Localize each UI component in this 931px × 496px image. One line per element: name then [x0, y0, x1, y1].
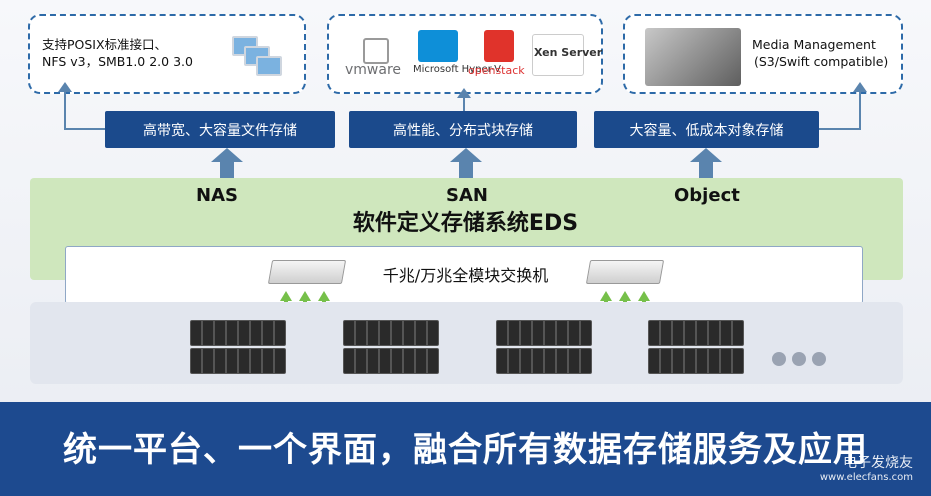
media-files-icon — [645, 28, 741, 86]
switch-layer — [65, 246, 863, 304]
object-protocol: Object — [674, 185, 740, 206]
nas-label: 高带宽、大容量文件存储 — [143, 122, 297, 139]
object-line-1: Media Management — [752, 37, 876, 52]
server-unit — [648, 348, 744, 374]
openstack-icon — [484, 30, 514, 62]
server-unit — [190, 320, 286, 346]
server-unit — [496, 320, 592, 346]
nas-line-1: 支持POSIX标准接口、 — [42, 37, 168, 52]
server-unit — [496, 348, 592, 374]
windows-icon — [418, 30, 458, 62]
server-unit — [343, 320, 439, 346]
xen-server-logo: Xen Server — [534, 46, 603, 59]
watermark-sub: www.elecfans.com — [819, 472, 913, 483]
server-layer — [30, 302, 903, 384]
san-protocol: SAN — [446, 185, 488, 206]
hyperv-logo: Microsoft Hyper-V — [413, 64, 501, 75]
san-label-bar: 高性能、分布式块存储 — [349, 111, 577, 148]
nas-line-2: NFS v3，SMB1.0 2.0 3.0 — [42, 54, 193, 69]
nas-connector-arrowhead — [58, 82, 72, 92]
nas-connector-vertical — [64, 90, 66, 130]
xen-server-logo-box — [532, 34, 584, 76]
vmware-icon — [363, 38, 389, 64]
more-dot — [812, 352, 826, 366]
server-unit — [648, 320, 744, 346]
nas-protocol: NAS — [196, 185, 238, 206]
object-label-bar: 大容量、低成本对象存储 — [594, 111, 819, 148]
vmware-logo: vmware — [345, 62, 402, 78]
san-connector — [463, 94, 465, 111]
eds-title: 软件定义存储系统EDS — [352, 211, 579, 236]
nas-label-bar: 高带宽、大容量文件存储 — [105, 111, 335, 148]
nas-connector-horizontal — [64, 128, 106, 130]
switch-label: 千兆/万兆全模块交换机 — [382, 266, 549, 285]
watermark-main: 电子发烧友 — [843, 455, 913, 471]
server-unit — [343, 348, 439, 374]
object-label: 大容量、低成本对象存储 — [629, 122, 784, 139]
server-unit — [190, 348, 286, 374]
san-connector-arrowhead — [457, 88, 471, 98]
more-dot — [792, 352, 806, 366]
object-connector-horizontal — [818, 128, 860, 130]
banner-text: 统一平台、一个界面，融合所有数据存储服务及应用 — [63, 430, 868, 470]
more-dot — [772, 352, 786, 366]
san-label: 高性能、分布式块存储 — [393, 122, 533, 139]
object-connector-vertical — [859, 90, 861, 130]
bottom-banner — [0, 402, 931, 496]
object-line-2: (S3/Swift compatible) — [754, 54, 889, 69]
object-connector-arrowhead — [853, 82, 867, 92]
openstack-logo: openstack — [468, 64, 525, 77]
